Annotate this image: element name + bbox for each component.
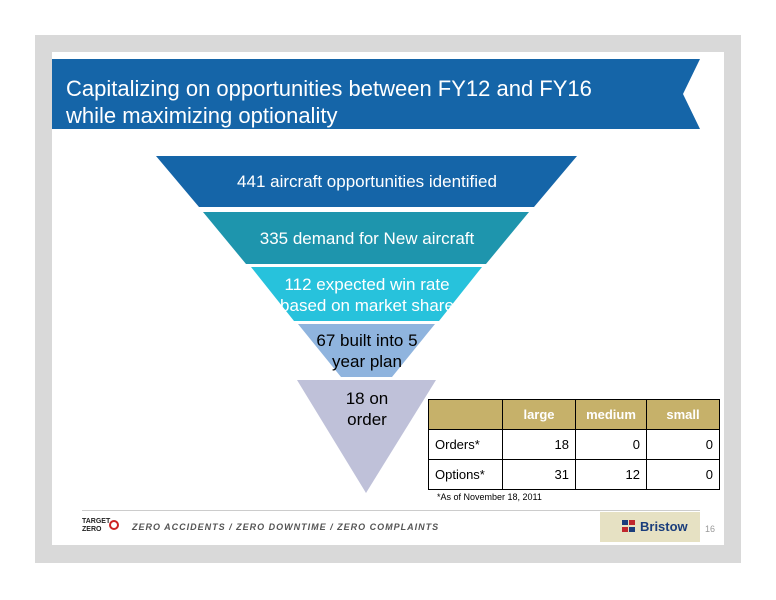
title-notch <box>683 59 700 129</box>
funnel-tier-1-line-1: 441 aircraft opportunities identified <box>237 172 497 191</box>
funnel-diagram <box>156 156 577 493</box>
funnel-tier-3-label: 112 expected win rate based on market sh… <box>252 274 482 316</box>
table-header-cell: small <box>646 399 720 430</box>
table-header-cell: large <box>502 399 576 430</box>
table-row-label: Orders* <box>428 429 503 460</box>
funnel-tier-4-line-2: year plan <box>332 352 402 371</box>
table-cell: 0 <box>646 429 720 460</box>
table-row: Options* 31 12 0 <box>428 459 720 490</box>
funnel-tier-3-line-1: 112 expected win rate <box>284 275 450 294</box>
funnel-tier-3-line-2: based on market share <box>280 296 454 315</box>
table-header-cell: medium <box>575 399 647 430</box>
slide-title-line-1: Capitalizing on opportunities between FY… <box>66 76 592 101</box>
footnote: *As of November 18, 2011 <box>437 492 542 502</box>
table-cell: 31 <box>502 459 576 490</box>
table-header-row: large medium small <box>428 399 720 430</box>
slide-title: Capitalizing on opportunities between FY… <box>66 75 686 129</box>
funnel-tier-4-line-1: 67 built into 5 <box>316 331 418 350</box>
table-cell: 0 <box>575 429 647 460</box>
funnel-tier-1-label: 441 aircraft opportunities identified <box>202 171 532 192</box>
funnel-tier-4-label: 67 built into 5 year plan <box>292 330 442 372</box>
bristow-logo: Bristow <box>600 512 700 542</box>
footer-slogan: ZERO ACCIDENTS / ZERO DOWNTIME / ZERO CO… <box>132 522 440 532</box>
funnel-tier-5-label: 18 on order <box>312 388 422 430</box>
table-row-label: Options* <box>428 459 503 490</box>
table-cell: 18 <box>502 429 576 460</box>
funnel-tier-2-line-1: 335 demand for New aircraft <box>259 229 475 248</box>
funnel-tier-5-line-1: 18 on <box>345 389 389 408</box>
bristow-brand-name: Bristow <box>640 519 688 534</box>
funnel-tier-5-line-2: order <box>347 410 387 429</box>
target-zero-logo-line-2: ZERO <box>82 526 102 533</box>
bristow-flag-icon <box>622 520 635 532</box>
slide: Capitalizing on opportunities between FY… <box>52 52 724 545</box>
page-number: 16 <box>705 524 716 534</box>
table-cell: 0 <box>646 459 720 490</box>
funnel-tier-1-shape <box>156 156 577 207</box>
table-row: Orders* 18 0 0 <box>428 429 720 460</box>
funnel-tier-3-shape <box>251 267 482 321</box>
title-bar: Capitalizing on opportunities between FY… <box>52 59 700 129</box>
funnel-tier-4-shape <box>298 324 435 377</box>
footer-divider <box>82 510 700 511</box>
target-icon <box>109 520 119 530</box>
table-cell: 12 <box>575 459 647 490</box>
funnel-tier-2-shape <box>203 212 529 264</box>
target-zero-logo-line-1: TARGET <box>82 518 111 525</box>
slide-title-line-2: while maximizing optionality <box>66 103 338 128</box>
funnel-tier-5-shape-wide <box>297 380 436 493</box>
orders-options-table: large medium small Orders* 18 0 0 Option… <box>428 399 720 490</box>
target-zero-logo: TARGET ZERO <box>82 518 122 536</box>
table-header-cell <box>428 399 503 430</box>
funnel-tier-2-label: 335 demand for New aircraft <box>212 228 522 249</box>
